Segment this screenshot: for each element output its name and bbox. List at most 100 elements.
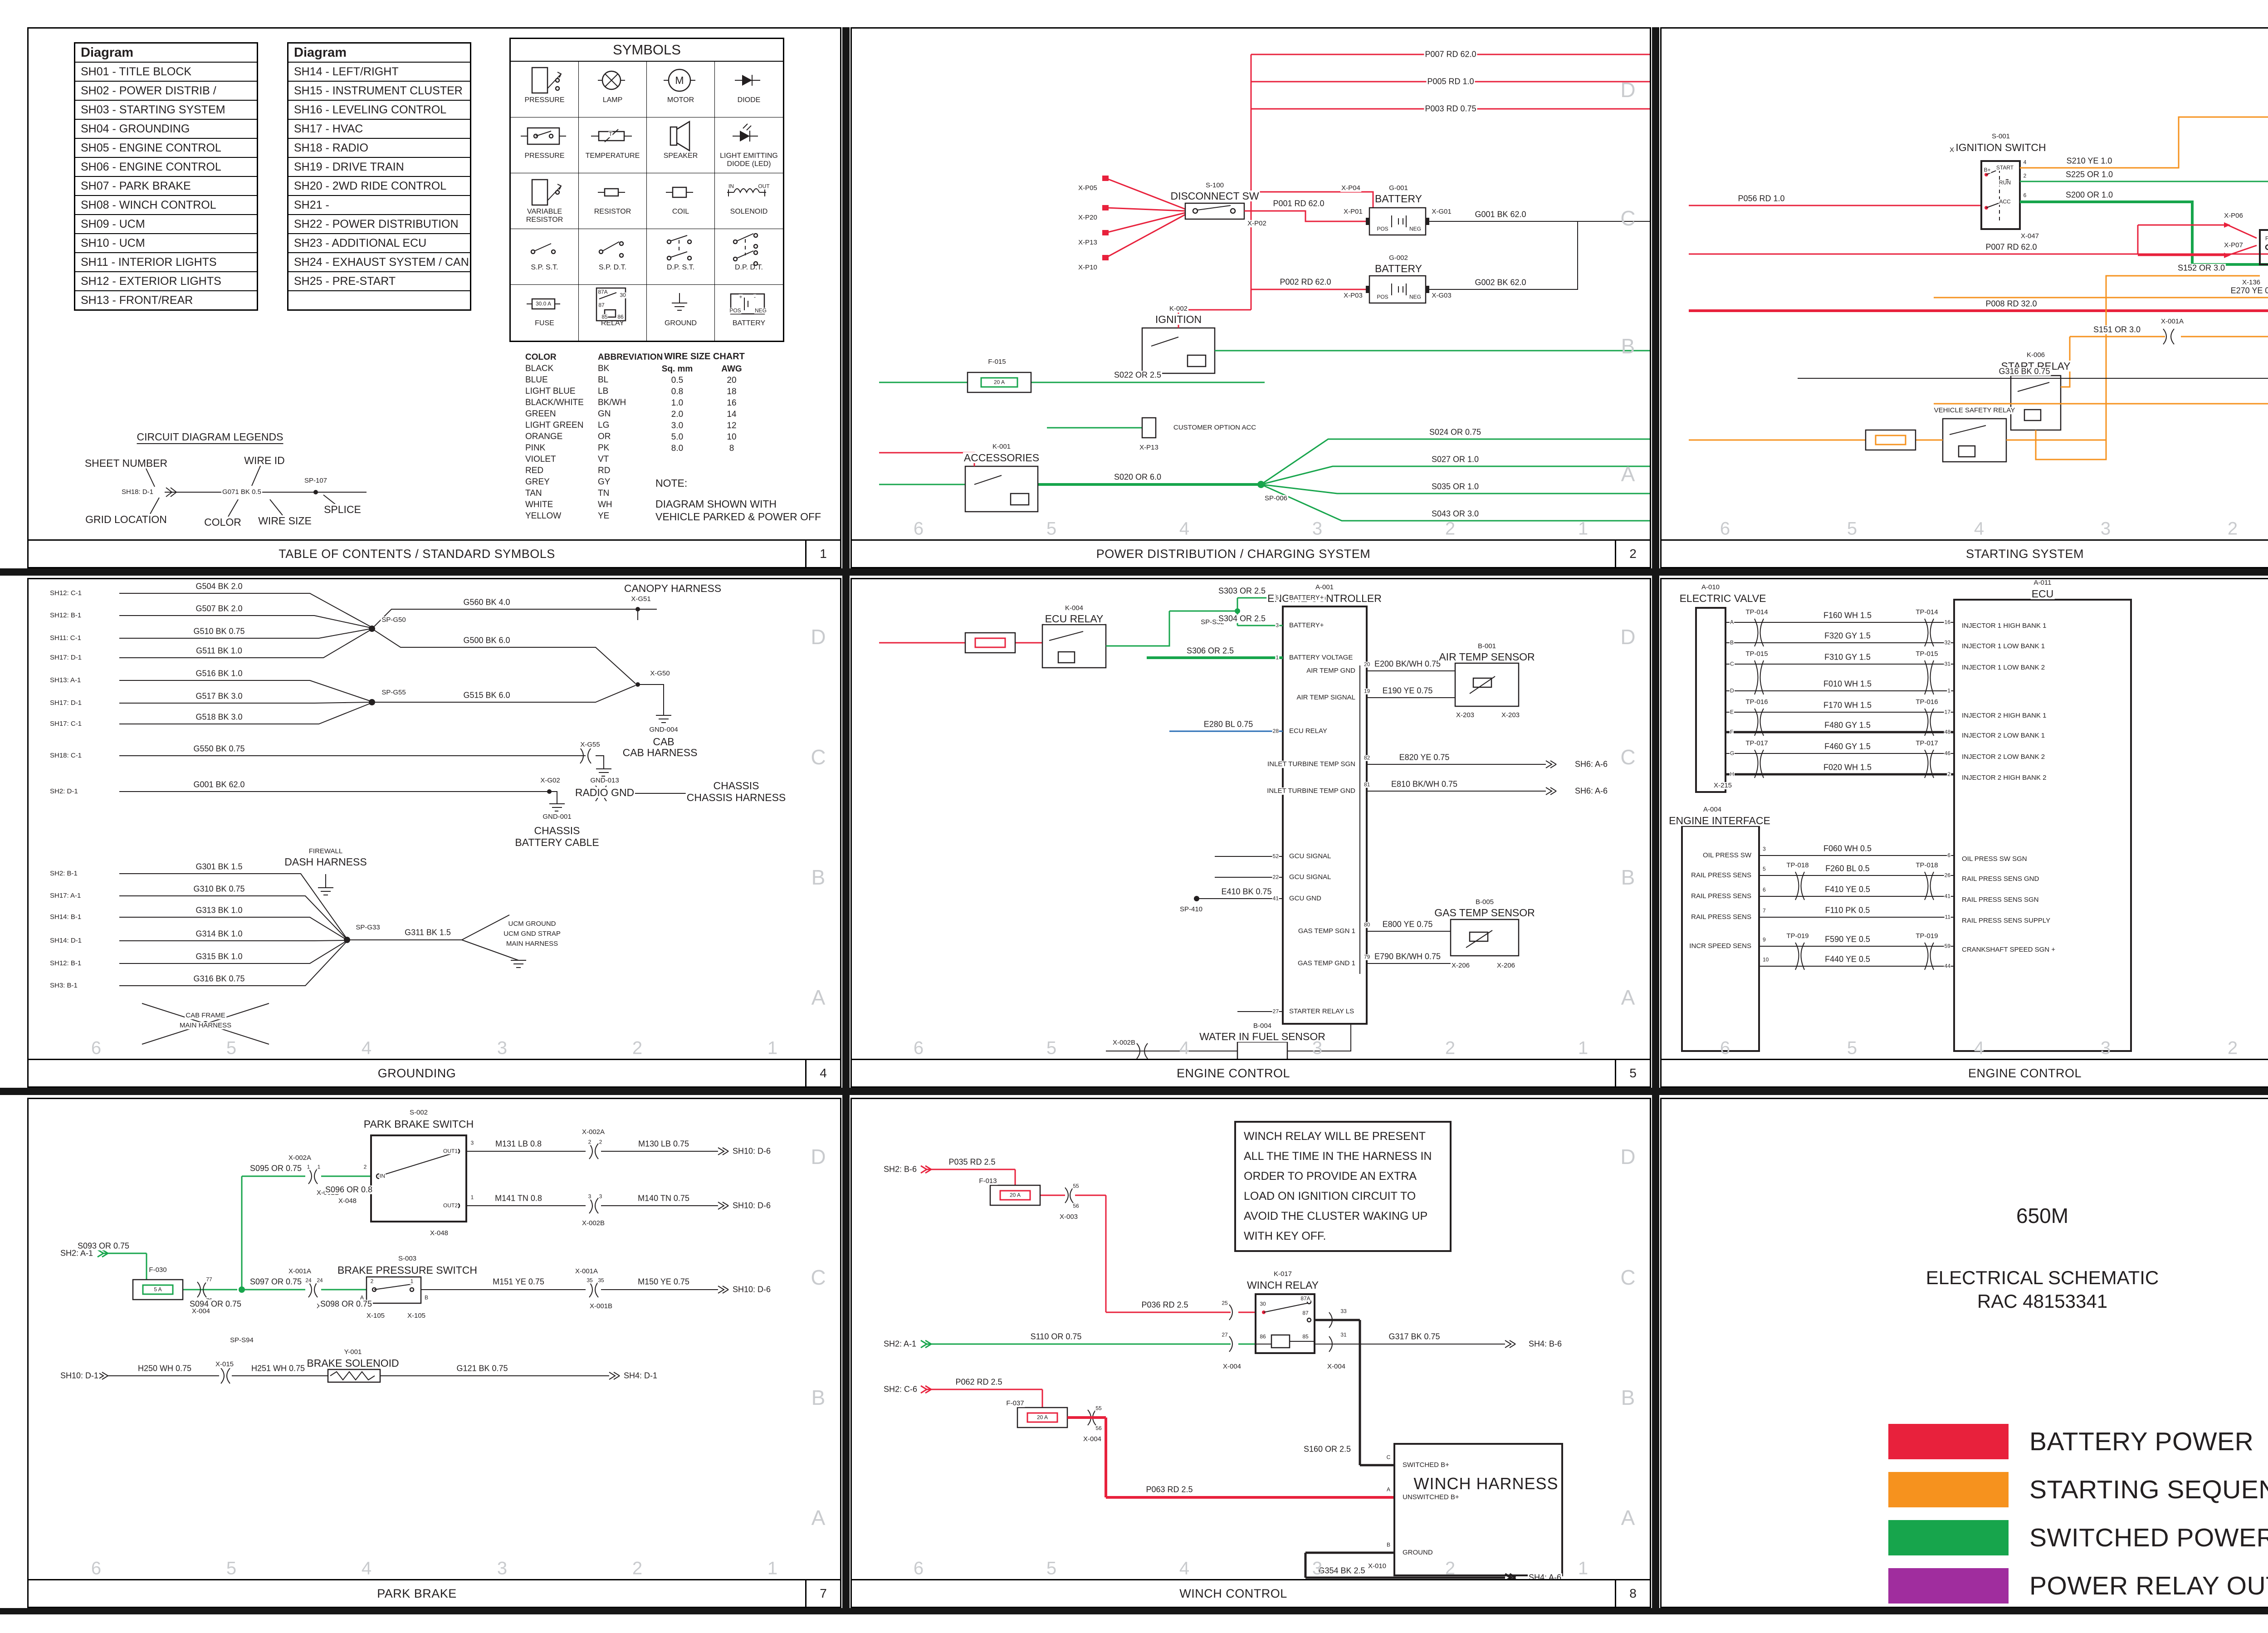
wire-label: 3 (598, 1193, 603, 1200)
symbol-caption: PRESSURE (524, 96, 565, 104)
grid-ref-number: 6 (91, 1038, 102, 1058)
wire-label: 27 (1221, 1331, 1228, 1338)
wire-label: SP-006 (1263, 494, 1289, 503)
wire-label: INLET TURBINE TEMP GND (1266, 787, 1356, 795)
wire-label: TP-016 (1745, 698, 1769, 706)
toc-row: SH01 - TITLE BLOCK (75, 62, 257, 81)
symbol-cell: GROUND (647, 285, 715, 341)
toc-row: SH16 - LEVELING CONTROL (288, 100, 470, 119)
wire-label: X-G01 (1431, 208, 1452, 216)
wire-label: SH11: C-1 (49, 634, 82, 642)
wire-label: F440 YE 0.5 (1824, 954, 1871, 964)
wire-label: C (1386, 1454, 1391, 1461)
wire-label: K-001 (991, 443, 1012, 451)
wire-label: 2 (370, 1278, 374, 1285)
legend-swatch (1888, 1424, 2009, 1459)
wire-label: SP-G50 (381, 616, 407, 624)
wire-label: SH17: C-1 (49, 720, 83, 728)
wire-label: S043 OR 3.0 (1430, 509, 1480, 518)
symbol-caption: FUSE (535, 319, 554, 327)
wire-label: S304 OR 2.5 (1217, 614, 1267, 623)
wire-label: 87 (598, 302, 605, 308)
grid-ref-number: 4 (1179, 518, 1190, 539)
wire-label: 19 (1364, 688, 1371, 694)
symbol-cell: RESISTOR (579, 173, 647, 229)
wire-label: X-P04 (1340, 184, 1361, 192)
bottom-border (0, 1608, 2268, 1614)
wire-label: SH10: D-6 (732, 1201, 772, 1210)
wire-label: SHEET NUMBER (83, 457, 169, 469)
wire-label: S151 OR 3.0 (2092, 325, 2142, 334)
sheet-code: RAC48153341S1S1 (2109, 1616, 2268, 1633)
wire-label: 1 (410, 1278, 414, 1285)
wire-label: GND-013 (589, 777, 620, 785)
wire-label: Y-001 (343, 1348, 363, 1356)
legend-row: BATTERY POWER (1888, 1423, 2268, 1460)
wire-label: E820 YE 0.75 (1398, 753, 1451, 762)
wire-label: 77 (205, 1276, 213, 1283)
wire-label: SP-107 (303, 477, 328, 485)
wire-label: F (1730, 728, 1734, 735)
wire-label: 1 (306, 1164, 311, 1170)
wire-label: G313 BK 1.0 (195, 905, 244, 915)
wire-label: M151 YE 0.75 (492, 1277, 545, 1286)
wire-label: 1 (1947, 687, 1951, 694)
wire-label: X-P07 (2223, 241, 2244, 249)
wire-label: X-G51 (630, 595, 652, 603)
toc-row: SH03 - STARTING SYSTEM (75, 100, 257, 119)
wire-label: E810 BK/WH 0.75 (1390, 779, 1459, 789)
wire-label: X-G03 (1431, 292, 1452, 300)
wire-label: GAS TEMP SENSOR (1433, 906, 1536, 919)
wire-label: OUT1 (442, 1148, 459, 1154)
wire-label: NEG (1408, 225, 1422, 232)
grid-ref-letter: B (1621, 334, 1635, 358)
wire-label: 32 (1944, 639, 1951, 646)
panel6-title: ENGINE CONTROL (1968, 1066, 2082, 1080)
panel8-footer: WINCH CONTROL 8 (852, 1579, 1650, 1607)
wire-label: 1 (1275, 654, 1279, 661)
toc-row: SH06 - ENGINE CONTROL (75, 157, 257, 176)
wire-label: MAIN HARNESS (505, 940, 559, 948)
grid-ref-number: 3 (497, 1038, 508, 1058)
symbol-caption: S.P. D.T. (598, 264, 627, 271)
wire-label: GROUND (1402, 1549, 1434, 1557)
wire-label: S094 OR 0.75 (188, 1299, 243, 1309)
wire-label: INJECTOR 1 LOW BANK 1 (1961, 642, 2046, 650)
wire-label: WATER IN FUEL SENSOR (1198, 1030, 1326, 1042)
col-separator-1 (842, 27, 850, 1614)
wire-label: INJECTOR 1 LOW BANK 2 (1961, 664, 2046, 672)
wire-label: SH10: D-6 (732, 1285, 772, 1294)
wire-label: OIL PRESS SW SGN (1961, 855, 2028, 863)
wire-label: BATTERY+ (1288, 621, 1325, 630)
wire-label: NEG (1408, 293, 1422, 300)
wire-label: + (738, 293, 743, 300)
wire-label: X-P03 (1343, 292, 1364, 300)
awg-header: AWG (721, 364, 742, 374)
symbol-cell: DIODE (715, 62, 783, 117)
wire-label: 6 (1947, 852, 1951, 859)
wire-label: ECU (2030, 587, 2055, 600)
wire-label: 5 (1275, 594, 1279, 601)
panel5-footer: ENGINE CONTROL 5 (852, 1059, 1650, 1086)
abbr-col-header: ABBREVIATION (598, 352, 663, 362)
wire-label: SH6: A-6 (1574, 759, 1609, 769)
wire-label: GND-001 (542, 813, 572, 821)
wire-label: AIR TEMP SIGNAL (1295, 694, 1356, 702)
wire-label: 82 (1364, 754, 1371, 761)
wire-label: X-001B (588, 1302, 614, 1310)
wire-label: F410 YE 0.5 (1824, 885, 1871, 894)
wire-label: E200 BK/WH 0.75 (1373, 659, 1442, 669)
wire-label: S225 OR 1.0 (2064, 170, 2114, 179)
wire-label: C (1730, 660, 1735, 667)
wire-label: UCM GROUND (507, 920, 557, 928)
wire-label: A-011 (2033, 579, 2053, 587)
wire-label: 87 (1302, 1310, 1309, 1316)
wire-label: TP-017 (1915, 739, 1939, 748)
